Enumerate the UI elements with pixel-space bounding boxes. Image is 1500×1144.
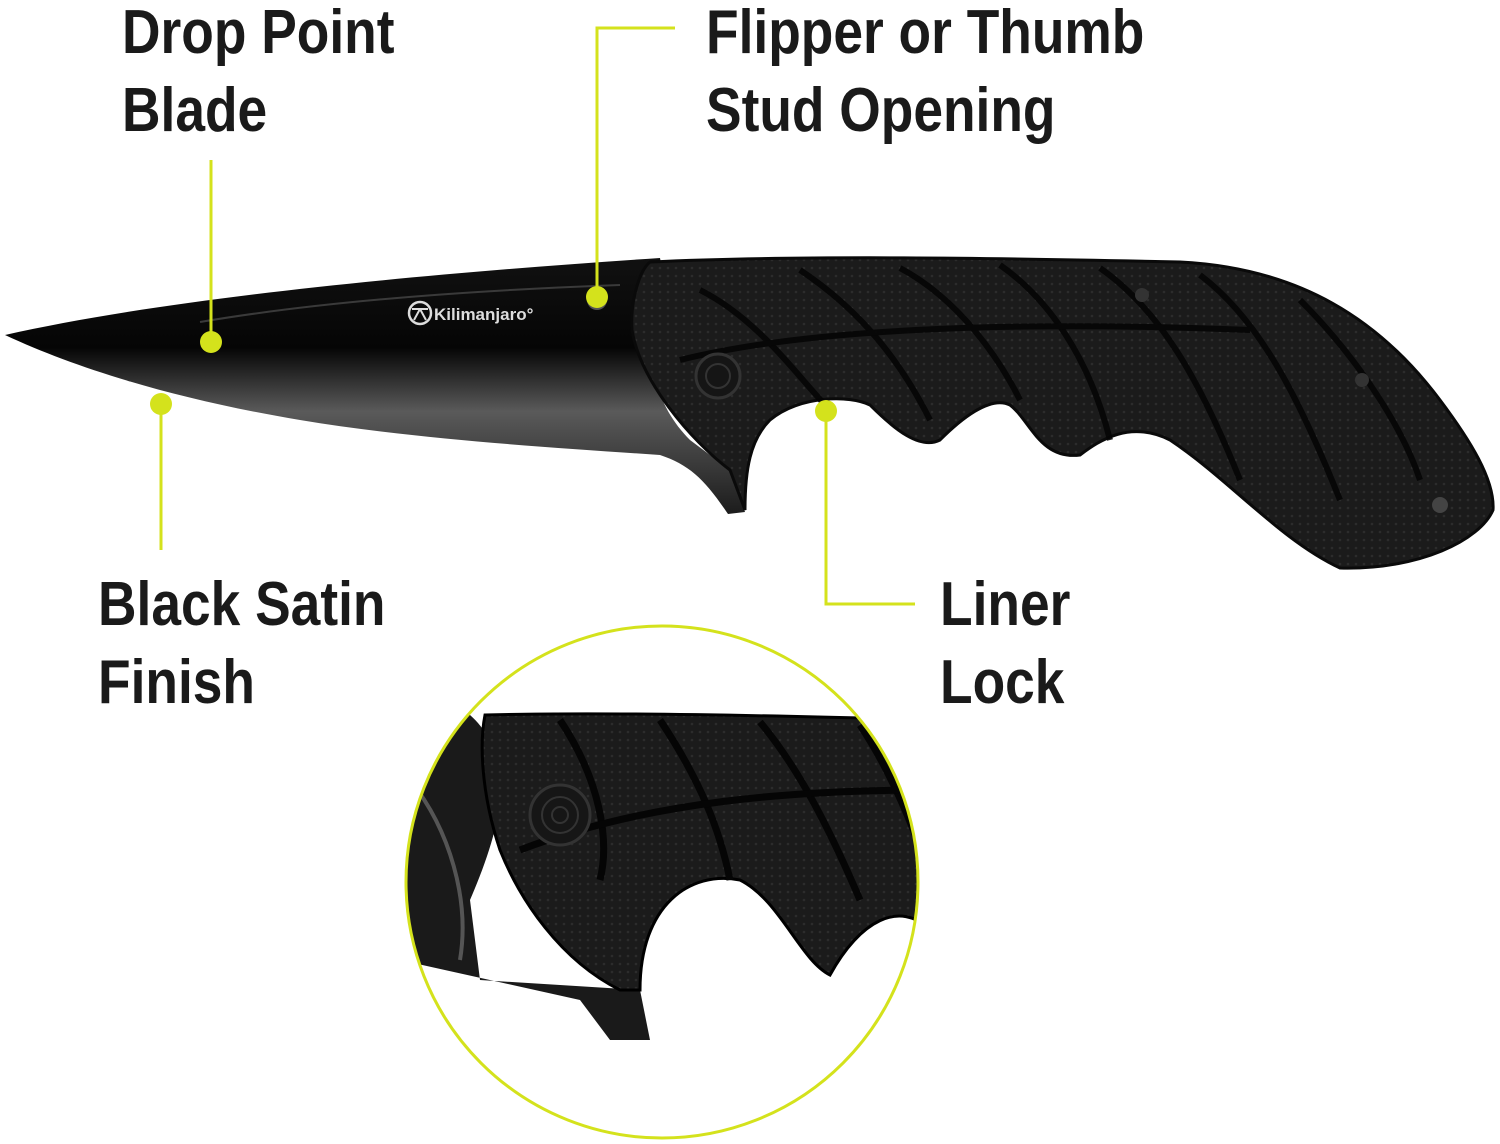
- callout-text: Blade: [122, 76, 268, 145]
- handle: [630, 256, 1495, 570]
- callout-dot-flipper: [586, 286, 608, 308]
- callout-text: Flipper or Thumb: [706, 0, 1145, 67]
- callout-liner-lock: Liner Lock: [940, 566, 1070, 722]
- blade: [5, 258, 745, 514]
- callout-flipper-opening: Flipper or Thumb Stud Opening: [706, 0, 1144, 150]
- callout-text: Lock: [940, 648, 1065, 717]
- callout-dot-satin: [150, 393, 172, 415]
- callout-drop-point-blade: Drop Point Blade: [122, 0, 394, 150]
- callout-text: Finish: [98, 648, 256, 717]
- inset-ring: [404, 624, 920, 1140]
- liner-lock-closeup: [406, 626, 918, 1138]
- callout-text: Stud Opening: [706, 76, 1056, 145]
- callout-black-satin-finish: Black Satin Finish: [98, 566, 385, 722]
- callout-text: Liner: [940, 570, 1071, 639]
- callout-text: Black Satin: [98, 570, 386, 639]
- pivot-screw: [694, 352, 742, 400]
- svg-text:Kilimanjaro°: Kilimanjaro°: [434, 305, 534, 324]
- callout-line-flipper: [595, 26, 675, 297]
- callout-dot-liner: [815, 400, 837, 422]
- callout-dot-drop-point: [200, 331, 222, 353]
- brand-logo: Kilimanjaro°: [407, 300, 534, 326]
- callout-text: Drop Point: [122, 0, 395, 67]
- callout-line-liner: [824, 411, 915, 606]
